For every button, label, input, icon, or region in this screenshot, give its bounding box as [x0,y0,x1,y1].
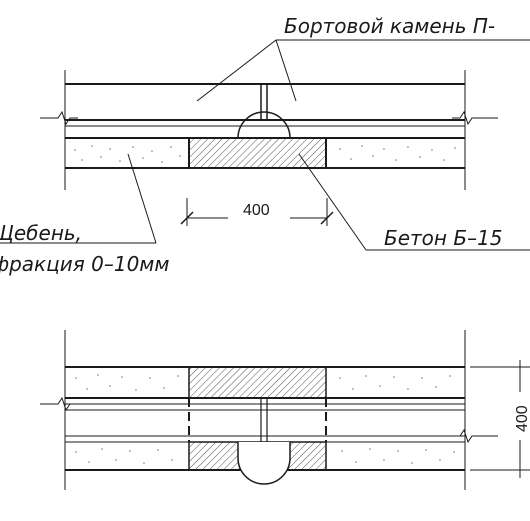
gravel-texture-bottom [75,374,455,464]
concrete-label: Бетон Б–15 [384,226,503,250]
bottom-section [40,330,530,490]
gravel-texture-top [74,145,456,163]
gravel-label-line2: фракция 0–10мм [0,252,169,276]
dimension-side-height: 400 [514,405,530,432]
gravel-label-line1: Щебень, [0,221,82,245]
top-section [0,39,530,251]
curb-stone-label: Бортовой камень П- [284,14,495,38]
dimension-top-width: 400 [243,202,270,219]
